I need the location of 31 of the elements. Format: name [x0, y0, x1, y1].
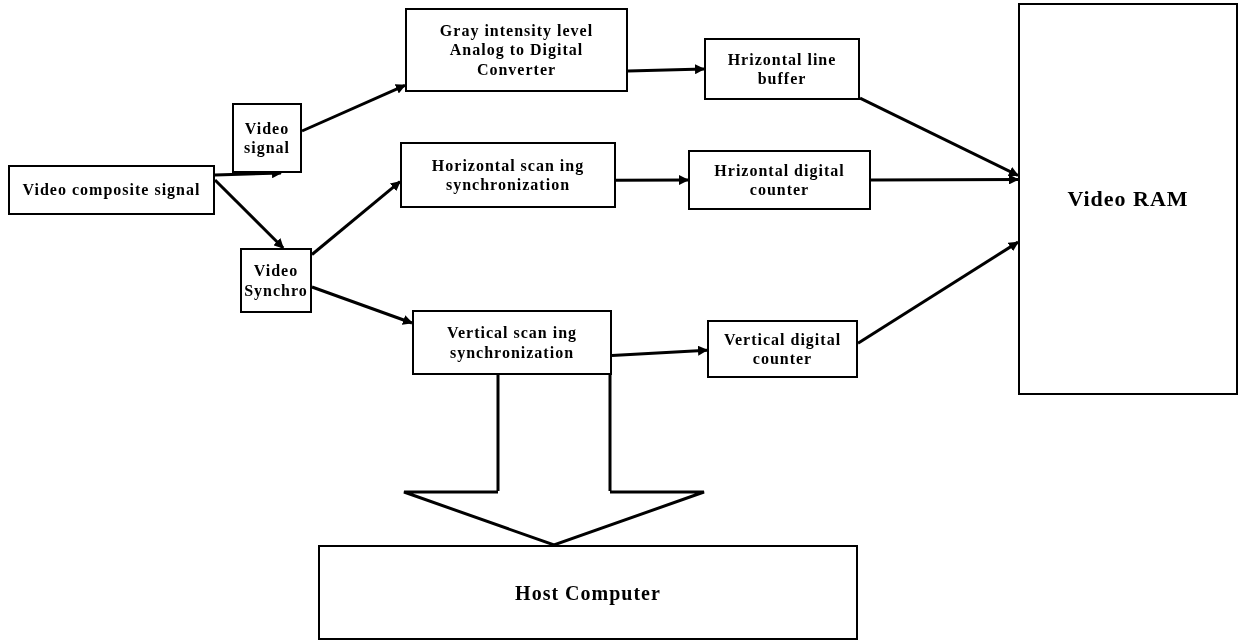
process-box [1018, 3, 1238, 395]
process-box [232, 103, 302, 173]
box-label: Video signal [243, 118, 291, 158]
arrow [857, 240, 1019, 345]
box-label: Vertical scan ing synchronization [445, 323, 579, 362]
arrow [611, 345, 708, 357]
process-box [412, 310, 612, 375]
arrow [871, 174, 1019, 185]
box-label: Video RAM [1067, 185, 1189, 213]
box-label: Video composite signal [22, 180, 201, 200]
process-box [8, 165, 215, 215]
process-box [318, 545, 858, 640]
box-label: Gray intensity level Analog to Digital Converter [438, 21, 595, 79]
process-box [688, 150, 871, 210]
box-label: Video Synchro [244, 261, 308, 300]
process-box [405, 8, 628, 92]
arrow [627, 64, 705, 75]
arrow [311, 285, 413, 325]
box-label: Hrizontal digital counter [713, 160, 846, 200]
arrow [301, 83, 406, 133]
box-label: Host Computer [515, 580, 661, 605]
arrow [859, 96, 1019, 177]
box-label: Vertical digital counter [722, 329, 843, 369]
process-box [707, 320, 858, 378]
box-label: Horizontal scan ing synchronization [430, 155, 586, 195]
process-box [704, 38, 860, 100]
arrow [616, 175, 689, 186]
process-box [400, 142, 616, 208]
process-box [240, 248, 312, 313]
arrow [311, 180, 401, 256]
box-label: Hrizontal line buffer [726, 49, 838, 89]
